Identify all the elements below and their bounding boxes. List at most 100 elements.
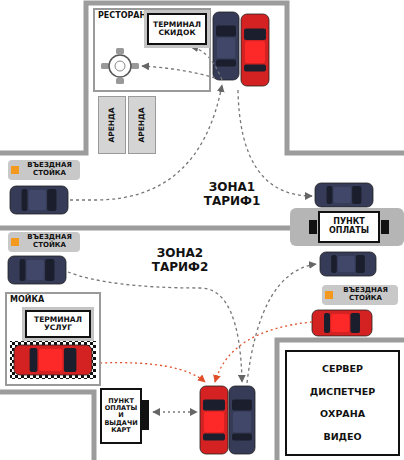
- discount-terminal: ТЕРМИНАЛ СКИДОК: [147, 13, 207, 45]
- entry-stand: ВЪЕЗДНАЯ СТОЙКА: [322, 285, 398, 305]
- car-roof: [245, 41, 265, 63]
- car-roof: [338, 256, 355, 272]
- chair: [131, 63, 139, 69]
- car: [241, 14, 269, 86]
- node-text: СЕРВЕР: [322, 364, 363, 374]
- car-window: [216, 26, 236, 37]
- car-body: [320, 252, 376, 276]
- car-body: [200, 386, 228, 454]
- service-terminal: ТЕРМИНАЛ УСЛУГ: [25, 310, 91, 338]
- car-roof: [27, 260, 44, 280]
- car-window: [203, 434, 225, 441]
- server-room: СЕРВЕР ДИСПЕТЧЕР ОХРАНА ВИДЕО: [285, 350, 400, 456]
- car-roof: [204, 412, 224, 432]
- car-window: [327, 186, 333, 204]
- car-window: [216, 60, 236, 67]
- chair: [116, 78, 124, 84]
- zone-label: ЗОНА2 ТАРИФ2: [148, 246, 212, 275]
- entry-stand: ВЪЕЗДНАЯ СТОЙКА: [8, 232, 80, 252]
- road-border: [0, 392, 94, 460]
- table-icon: [101, 48, 139, 84]
- route-arrow: [68, 272, 242, 382]
- pay-point: ПУНКТ ОПЛАТЫ: [318, 211, 380, 243]
- plate: [115, 61, 125, 71]
- car-window: [244, 64, 266, 71]
- gate-band: [290, 208, 404, 246]
- car-window: [203, 400, 225, 411]
- car-window: [244, 28, 266, 40]
- car: [320, 252, 376, 276]
- restaurant-area: РЕСТОРАНТЕРМИНАЛ СКИДОК: [93, 8, 211, 92]
- car-window: [30, 348, 38, 372]
- route-arrow: [191, 47, 222, 80]
- car-roof: [331, 314, 349, 332]
- node-text: ПУНКТ ОПЛАТЫ: [322, 218, 376, 236]
- car-window: [232, 434, 252, 441]
- node-text: МОЙКА: [7, 294, 99, 307]
- entry-stand: ВЪЕЗДНАЯ СТОЙКА: [8, 160, 80, 180]
- car-roof: [233, 412, 251, 432]
- table: [109, 55, 131, 77]
- road-border: [277, 340, 404, 460]
- car: [213, 12, 239, 80]
- car-body: [315, 183, 373, 207]
- car-roof: [334, 187, 351, 203]
- rent-box: АРЕНДА: [128, 96, 156, 154]
- car: [14, 345, 92, 375]
- road-border: [0, 226, 292, 231]
- route-arrow: [100, 363, 205, 382]
- zone-label: ЗОНА1 ТАРИФ1: [200, 180, 264, 209]
- car-body: [8, 256, 66, 284]
- car-body: [213, 12, 239, 80]
- car-body: [14, 345, 92, 375]
- car: [10, 186, 68, 214]
- gate-post: [381, 220, 389, 234]
- car-window: [47, 189, 56, 211]
- road-border: [0, 3, 404, 153]
- car-window: [350, 313, 360, 333]
- car-window: [22, 189, 28, 211]
- node-text: АРЕНДА: [108, 107, 116, 142]
- car-body: [229, 386, 255, 454]
- car-window: [331, 255, 337, 273]
- node-text: ДИСПЕТЧЕР: [310, 387, 375, 397]
- node-text: ТЕРМИНАЛ УСЛУГ: [29, 316, 87, 333]
- chair: [101, 63, 109, 69]
- node-text: ВЪЕЗДНАЯ СТОЙКА: [22, 234, 77, 249]
- car: [315, 183, 373, 207]
- node-text: ТЕРМИНАЛ СКИДОК: [151, 21, 203, 38]
- card-pay-point: ПУНКТ ОПЛАТЫ И ВЫДАЧИ КАРТ: [100, 388, 142, 444]
- car-roof: [217, 38, 235, 58]
- chair: [116, 48, 124, 54]
- car-window: [352, 186, 361, 204]
- car-window: [64, 348, 76, 372]
- car-body: [10, 186, 68, 214]
- car-roof: [39, 349, 62, 371]
- road-borders: [0, 3, 404, 460]
- car: [8, 256, 66, 284]
- car-window: [20, 259, 26, 281]
- node-text: ВЪЕЗДНАЯ СТОЙКА: [22, 162, 77, 177]
- node-text: ВИДЕО: [323, 432, 361, 442]
- pay-gate: [290, 208, 404, 246]
- car-window: [45, 259, 54, 281]
- route-arrow: [142, 66, 215, 78]
- car-roof: [29, 190, 46, 210]
- car-wash-area: МОЙКА ТЕРМИНАЛ УСЛУГ: [5, 292, 101, 386]
- node-text: ОХРАНА: [320, 409, 365, 419]
- car: [229, 386, 255, 454]
- car-window: [232, 400, 252, 411]
- car-window: [324, 313, 330, 333]
- car: [200, 386, 228, 454]
- card-slot: [142, 400, 149, 430]
- car-routes: [68, 47, 316, 412]
- wash-brushes: [10, 341, 96, 379]
- car: [312, 310, 372, 336]
- route-arrow: [153, 411, 197, 412]
- node-text: АРЕНДА: [138, 107, 146, 142]
- node-text: ВЪЕЗДНАЯ СТОЙКА: [336, 287, 395, 302]
- rent-box: АРЕНДА: [98, 96, 126, 154]
- car-body: [312, 310, 372, 336]
- car-window: [356, 255, 365, 273]
